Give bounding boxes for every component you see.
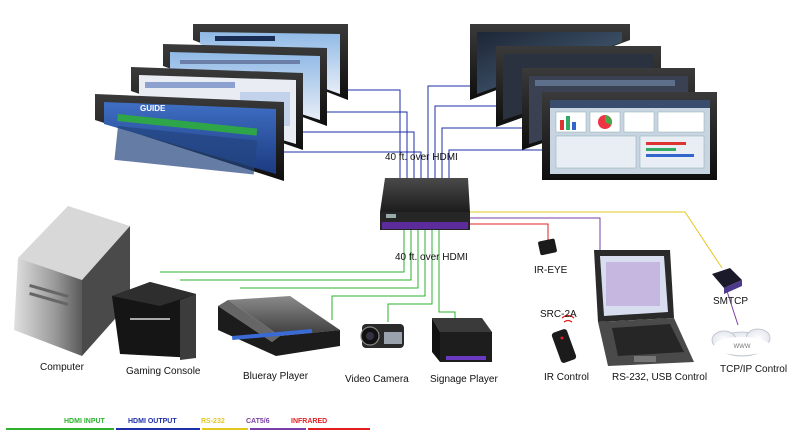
hdmi-matrix-switcher [380,178,470,230]
tcpip-label: TCP/IP Control [720,364,788,375]
ir-eye-device [538,238,557,256]
legend-hdmi-input: HDMI INPUT [64,418,105,425]
legend-hdmi-output: HDMI OUTPUT [128,418,177,425]
hdmi-output-cables [275,85,545,180]
legend-cat: CAT5/6 [246,418,270,425]
gaming-console [112,282,196,360]
ir-remote [551,314,577,363]
internet-cloud: WWW [711,328,771,357]
ir-eye-label: IR-EYE [534,265,568,276]
computer-label: Computer [40,362,84,373]
ir-control-label: IR Control [544,372,590,383]
infrared-cable [470,223,549,240]
legend-rs232: RS-232 [201,418,225,425]
video-camera [360,324,404,348]
display-left-1: GUIDE [95,94,284,181]
display-right-1 [542,92,717,180]
cloud-text: WWW [734,344,751,350]
rs232-cable [470,211,723,269]
legend-line-cat [250,428,306,430]
legend-line-hdmi-output [116,428,200,430]
lower-link-label: 40 ft. over HDMI [395,252,468,263]
legend-line-hdmi-input [6,428,114,430]
src-label: SRC-2A [540,309,577,320]
laptop [594,250,694,366]
upper-link-label: 40 ft. over HDMI [385,152,458,163]
guide-screen-title: GUIDE [140,104,166,113]
video-camera-label: Video Camera [345,374,409,385]
signage-player-label: Signage Player [430,374,498,385]
legend-line-infrared [308,428,370,430]
legend-infrared: INFRARED [291,418,328,425]
blueray-player-label: Blueray Player [243,371,309,382]
blueray-player [218,296,340,356]
signage-player [432,318,492,362]
legend-line-rs232 [202,428,248,430]
gaming-console-label: Gaming Console [126,366,201,377]
smtcp-device [712,268,742,294]
hdmi-input-cables [160,228,456,322]
rs232-usb-label: RS-232, USB Control [612,372,708,383]
computer-tower [14,206,130,356]
smtcp-label: SMTCP [713,296,748,307]
